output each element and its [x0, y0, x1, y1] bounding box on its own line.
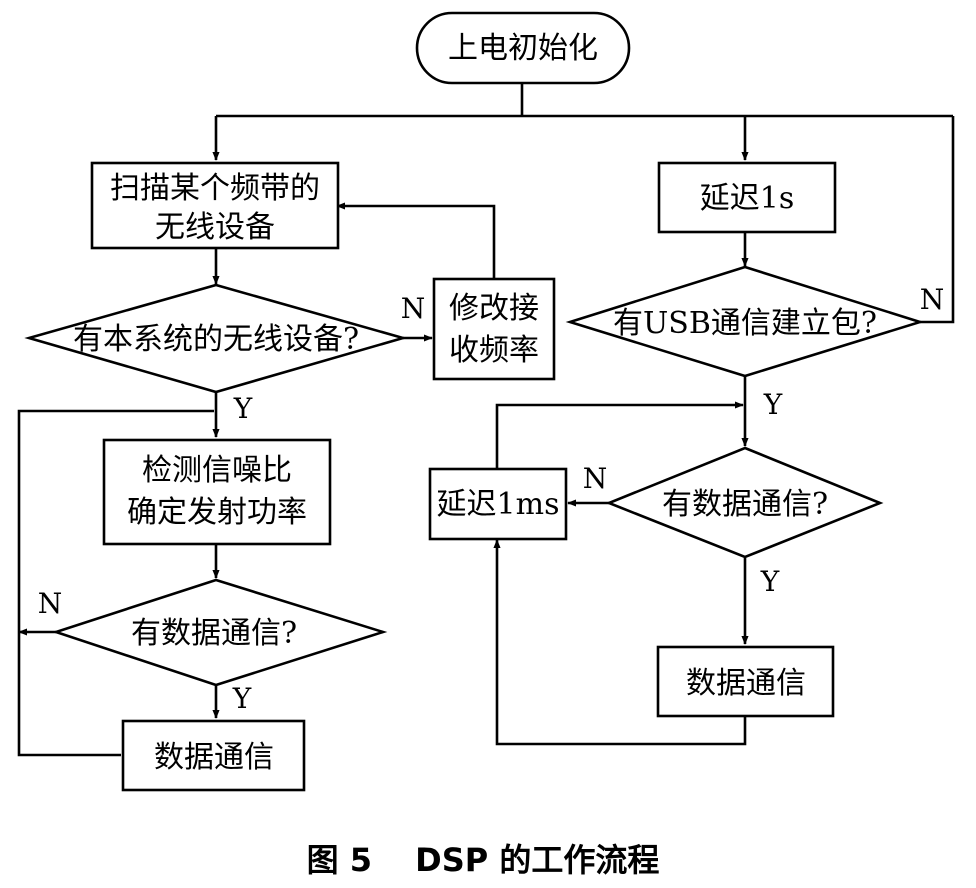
figure-caption: 图 5 DSP 的工作流程	[307, 841, 660, 879]
left-has-data-decision	[51, 578, 388, 687]
connectors	[17, 84, 955, 757]
left-comm-node	[121, 719, 306, 792]
has-wireless-decision	[24, 283, 408, 394]
label-yes-usb: Y	[763, 388, 783, 421]
scan-label-line2: 无线设备	[155, 210, 275, 245]
has-wireless-label: 有本系统的无线设备?	[73, 322, 359, 357]
edge-modify-to-scan	[336, 202, 496, 294]
label-yes-right-data: Y	[760, 565, 780, 598]
edge-comm-loop	[17, 409, 214, 757]
right-comm-label: 数据通信	[686, 666, 806, 701]
edge-usb-no-loop	[920, 116, 955, 324]
start-node	[415, 11, 631, 85]
modify-label-line2: 收频率	[449, 333, 539, 368]
modify-node	[432, 277, 556, 381]
modify-label-line1: 修改接	[449, 291, 539, 326]
edge-rightcomm-loop	[493, 539, 747, 746]
label-yes-left-data: Y	[232, 682, 252, 715]
delay1s-label: 延迟1s	[700, 181, 794, 216]
label-no-usb: N	[920, 283, 945, 316]
right-has-data-label: 有数据通信?	[662, 487, 828, 522]
delay1s-node	[657, 161, 837, 234]
right-has-data-decision	[605, 446, 884, 559]
has-usb-decision	[565, 265, 925, 378]
scan-label-line1: 扫描某个频带的	[110, 171, 320, 206]
detect-label-line1: 检测信噪比	[142, 453, 292, 488]
scan-node	[90, 161, 340, 250]
left-has-data-label: 有数据通信?	[131, 616, 297, 651]
delay1ms-node	[428, 467, 568, 541]
label-no-left-data: N	[38, 587, 63, 620]
detect-node	[102, 438, 332, 546]
right-comm-node	[656, 645, 835, 718]
label-no-wireless: N	[401, 292, 426, 325]
start-label: 上电初始化	[448, 31, 598, 66]
label-no-right-data: N	[583, 462, 608, 495]
edge-delay1ms-to-decision	[495, 401, 744, 468]
detect-label-line2: 确定发射功率	[127, 495, 307, 530]
has-usb-label: 有USB通信建立包?	[613, 306, 877, 341]
left-comm-label: 数据通信	[154, 740, 274, 775]
label-yes-wireless: Y	[233, 392, 253, 425]
delay1ms-label: 延迟1ms	[437, 487, 560, 522]
